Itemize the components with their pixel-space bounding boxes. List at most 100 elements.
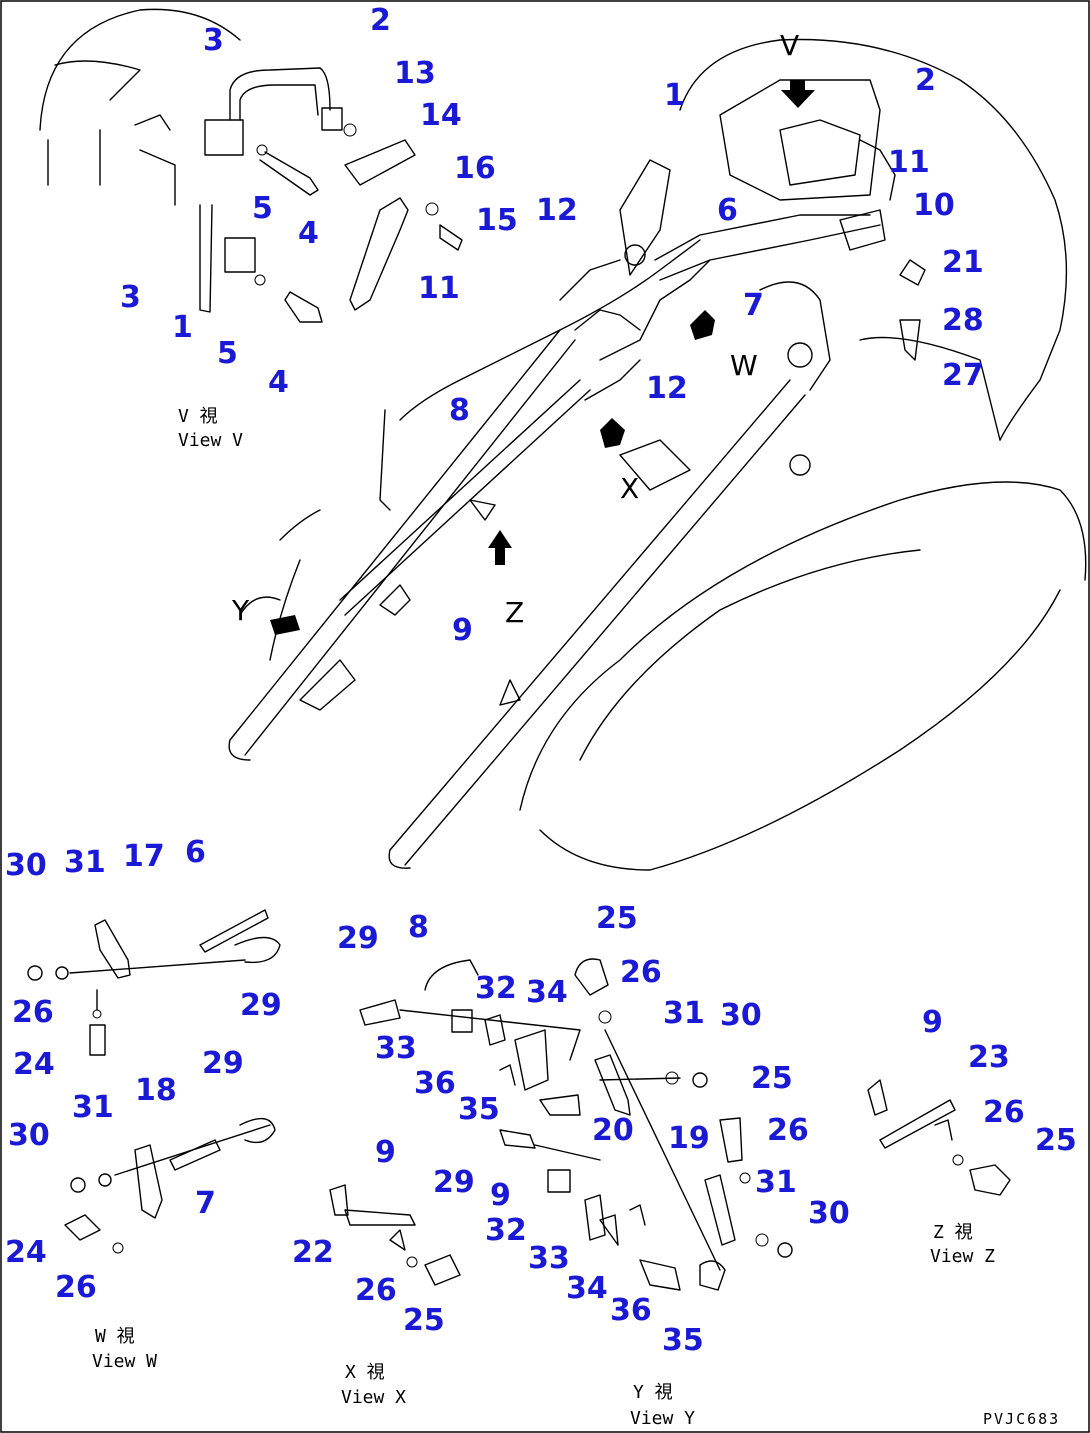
- callout: 4: [268, 365, 289, 400]
- view-v-caption: View V: [178, 430, 243, 451]
- view-letter-y: Y: [231, 594, 250, 627]
- document-id: PVJC683: [983, 1410, 1060, 1428]
- callout: 22: [292, 1235, 334, 1270]
- view-x-illustration: [329, 959, 581, 1286]
- view-w-illustration: [27, 909, 281, 1254]
- view-captions: V 視 View V W 視 View W X 視 View X Y 視 Vie…: [92, 406, 995, 1429]
- callout: 20: [592, 1113, 634, 1148]
- callout: 34: [526, 975, 568, 1010]
- callout: 5: [217, 336, 238, 371]
- callout: 11: [418, 271, 460, 306]
- callout: 12: [536, 193, 578, 228]
- callout: 31: [72, 1090, 114, 1125]
- view-w-caption: View W: [92, 1351, 157, 1372]
- view-letter-w: W: [730, 349, 758, 382]
- callouts-main: 1 2 11 10 12 6 21 7 28 27 12 8 9: [449, 63, 984, 648]
- callout: 17: [123, 839, 165, 874]
- callout: 4: [298, 216, 319, 251]
- callout: 32: [475, 971, 517, 1006]
- callout: 36: [414, 1066, 456, 1101]
- callout: 29: [433, 1165, 475, 1200]
- callout: 3: [120, 280, 141, 315]
- callout: 25: [403, 1303, 445, 1338]
- view-letter-z: Z: [505, 596, 524, 629]
- callout: 6: [185, 835, 206, 870]
- callout: 9: [375, 1135, 396, 1170]
- view-letters: V W X Y Z: [231, 29, 799, 629]
- callouts-view-z: 9 23 26 25: [922, 1005, 1077, 1158]
- callout: 26: [55, 1270, 97, 1305]
- callout: 26: [12, 995, 54, 1030]
- callout: 1: [664, 78, 685, 113]
- callout: 26: [355, 1273, 397, 1308]
- callout: 29: [202, 1046, 244, 1081]
- callout: 5: [252, 191, 273, 226]
- callout: 8: [408, 910, 429, 945]
- callout: 29: [337, 921, 379, 956]
- callout: 15: [476, 203, 518, 238]
- callout: 28: [942, 303, 984, 338]
- callout: 32: [485, 1213, 527, 1248]
- callouts-view-v: 2 3 13 14 16 15 5 4 3 1 11 5 4: [120, 3, 518, 400]
- callout: 33: [375, 1031, 417, 1066]
- callout: 12: [646, 371, 688, 406]
- callout: 11: [888, 145, 930, 180]
- view-y-illustration: [499, 958, 793, 1291]
- callout: 26: [620, 955, 662, 990]
- callout: 7: [195, 1186, 216, 1221]
- view-v-illustration: [39, 8, 463, 323]
- callout: 30: [808, 1196, 850, 1231]
- view-letter-v: V: [780, 29, 799, 62]
- callout: 26: [983, 1095, 1025, 1130]
- machine-main-illustration: [228, 38, 1087, 871]
- callout: 23: [968, 1040, 1010, 1075]
- view-z-illustration: [867, 1079, 1011, 1196]
- callout: 35: [458, 1092, 500, 1127]
- callout: 1: [172, 310, 193, 345]
- callout: 9: [490, 1178, 511, 1213]
- callouts-view-x: 29 8 32 34 33 36 35 9 22 26 25: [292, 910, 568, 1338]
- callout: 3: [203, 23, 224, 58]
- callout: 9: [452, 613, 473, 648]
- view-x-caption-jp: X 視: [345, 1362, 385, 1383]
- callout: 30: [8, 1118, 50, 1153]
- view-z-caption: View Z: [930, 1246, 995, 1267]
- callout: 27: [942, 358, 984, 393]
- view-v-caption-jp: V 視: [178, 406, 218, 427]
- callout: 13: [394, 56, 436, 91]
- callout: 31: [64, 845, 106, 880]
- view-z-caption-jp: Z 視: [933, 1222, 973, 1243]
- callout: 19: [668, 1121, 710, 1156]
- callout: 25: [1035, 1123, 1077, 1158]
- callout: 6: [717, 193, 738, 228]
- callout: 8: [449, 393, 470, 428]
- callout: 31: [663, 996, 705, 1031]
- callout: 26: [767, 1113, 809, 1148]
- callout: 14: [420, 98, 462, 133]
- callout: 2: [370, 3, 391, 38]
- callout: 24: [13, 1047, 55, 1082]
- callout: 29: [240, 988, 282, 1023]
- callout: 35: [662, 1323, 704, 1358]
- callouts-view-y: 25 26 31 30 25 20 26 19 31 29 9 30 32 33…: [433, 901, 850, 1358]
- callout: 33: [528, 1241, 570, 1276]
- callout: 30: [720, 998, 762, 1033]
- callout: 18: [135, 1073, 177, 1108]
- callout: 30: [5, 848, 47, 883]
- callout: 2: [915, 63, 936, 98]
- view-x-caption: View X: [341, 1387, 406, 1408]
- callout: 31: [755, 1165, 797, 1200]
- callouts-view-w: 30 31 17 6 26 29 24 29 31 18 30 7 24 26: [5, 835, 282, 1305]
- view-letter-x: X: [620, 472, 639, 505]
- callout: 7: [743, 288, 764, 323]
- callout: 25: [596, 901, 638, 936]
- callout: 16: [454, 151, 496, 186]
- view-w-caption-jp: W 視: [95, 1326, 135, 1347]
- view-y-caption: View Y: [630, 1408, 695, 1429]
- callout: 10: [913, 188, 955, 223]
- callout: 24: [5, 1235, 47, 1270]
- callout: 9: [922, 1005, 943, 1040]
- callout: 34: [566, 1271, 608, 1306]
